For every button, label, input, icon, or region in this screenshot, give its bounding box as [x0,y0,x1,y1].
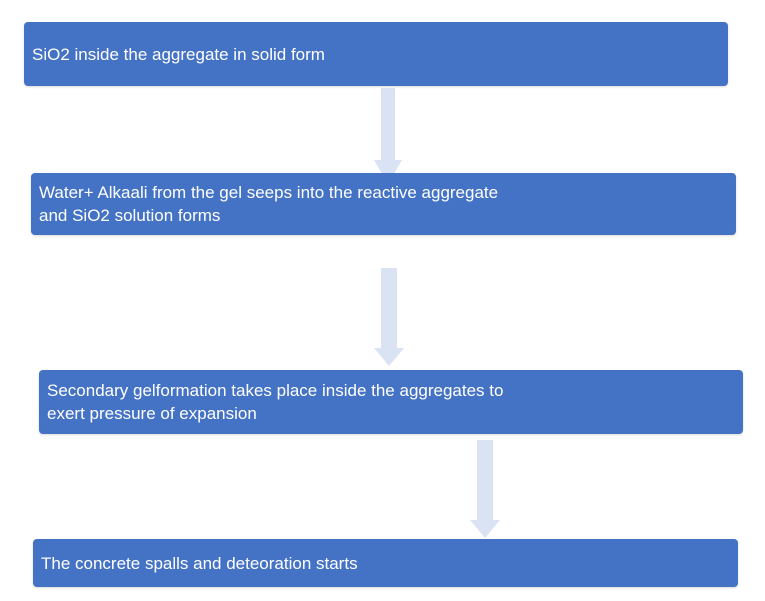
step-4-box: The concrete spalls and deteoration star… [33,539,738,587]
step-1-label: SiO2 inside the aggregate in solid form [32,44,325,64]
arrow-down-icon [470,440,500,538]
step-1-box: SiO2 inside the aggregate in solid form [24,22,728,86]
step-2-label: Water+ Alkaali from the gel seeps into t… [39,183,499,225]
arrow-down-icon [374,88,402,184]
step-3-box: Secondary gelformation takes place insid… [39,370,743,434]
step-4-label: The concrete spalls and deteoration star… [41,553,358,573]
step-3-label: Secondary gelformation takes place insid… [47,381,504,423]
arrow-down-icon [374,268,404,366]
step-2-box: Water+ Alkaali from the gel seeps into t… [31,173,736,235]
